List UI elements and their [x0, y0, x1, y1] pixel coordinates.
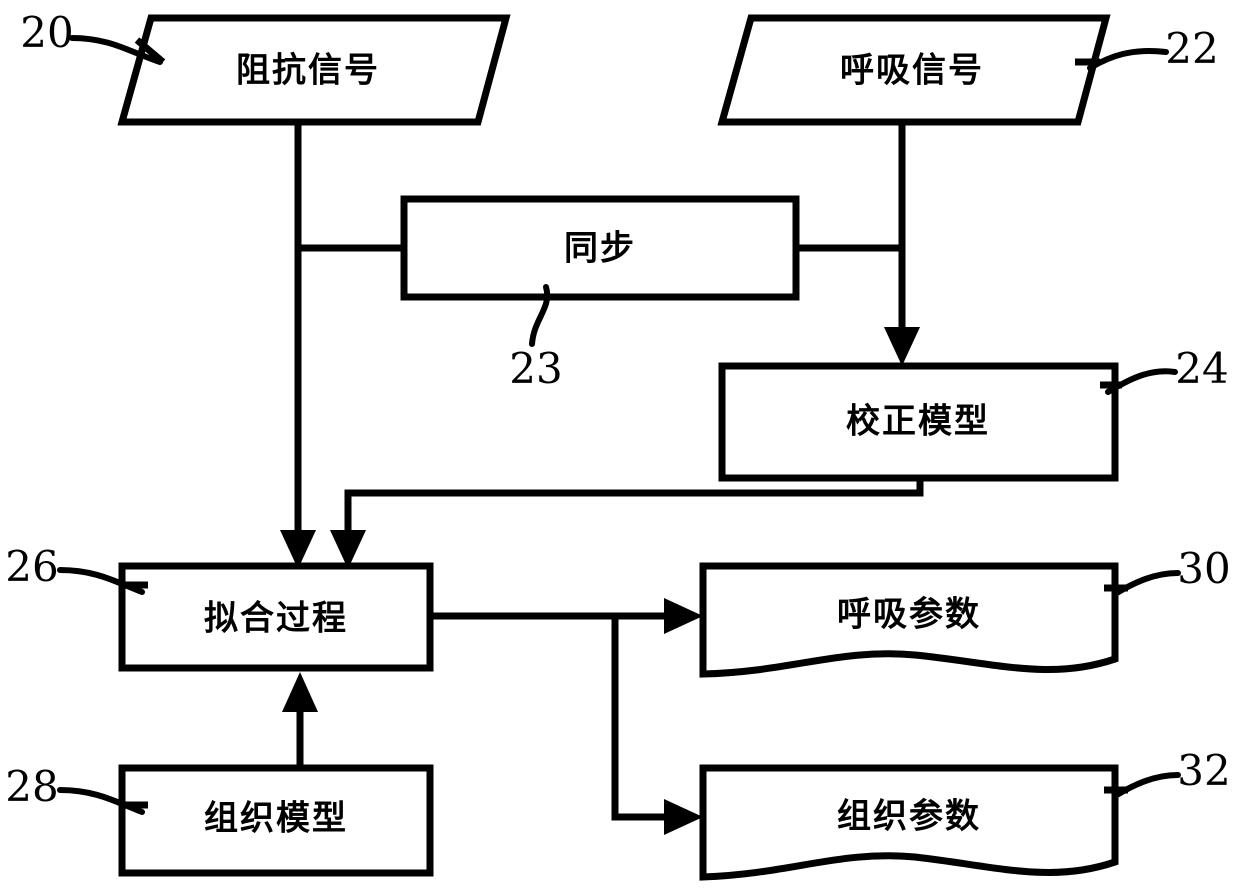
ref-numeral-20-group: 20 — [20, 8, 166, 65]
connector-correction-to-fitting — [344, 478, 924, 556]
fitting-process-shape — [118, 562, 434, 672]
synchronization-shape — [400, 195, 800, 301]
leader-line-20 — [69, 35, 163, 65]
ref-numeral-22-group: 22 — [1075, 24, 1219, 73]
ref-numeral-28-group: 28 — [5, 762, 148, 815]
ref-numeral-26-group: 26 — [5, 542, 148, 595]
respiration-parameters-shape — [699, 562, 1119, 678]
ref-numeral-30: 30 — [1177, 544, 1230, 593]
ref-numeral-24: 24 — [1175, 344, 1228, 393]
connector-fitting-to-tissue-params — [611, 616, 690, 821]
ref-numeral-32: 32 — [1177, 746, 1230, 795]
ref-numeral-24-group: 24 — [1100, 344, 1229, 395]
leader-line-28 — [57, 787, 145, 815]
node-fitting-process[interactable]: 拟合过程 — [118, 562, 434, 672]
impedance-signal-shape — [117, 14, 511, 126]
leader-line-22 — [1087, 48, 1169, 71]
ref-numeral-26: 26 — [5, 542, 58, 591]
synchronization-label: 同步 — [564, 229, 636, 269]
arrowhead-fitting-to-tissue-params — [664, 799, 703, 835]
node-synchronization[interactable]: 同步 — [400, 195, 800, 301]
node-respiration-signal[interactable]: 呼吸信号 — [717, 14, 1111, 126]
leader-line-26 — [57, 567, 145, 595]
tissue-model-shape — [118, 764, 434, 877]
node-impedance-signal[interactable]: 阻抗信号 — [117, 14, 511, 126]
tissue-model-label: 组织模型 — [204, 799, 348, 839]
respiration-signal-label: 呼吸信号 — [840, 51, 984, 91]
tissue-parameters-label: 组织参数 — [837, 797, 981, 837]
fitting-process-label: 拟合过程 — [204, 599, 348, 639]
arrowhead-correction-to-fitting — [330, 530, 366, 569]
ref-numeral-30-group: 30 — [1104, 544, 1231, 597]
ref-numeral-28: 28 — [5, 762, 58, 811]
arrowhead-respiration-to-correction — [884, 327, 920, 366]
leader-tick-20 — [134, 37, 166, 65]
node-respiration-parameters[interactable]: 呼吸参数 — [699, 562, 1119, 678]
leader-line-23 — [529, 284, 551, 347]
respiration-parameters-label: 呼吸参数 — [837, 595, 981, 635]
ref-numeral-23: 23 — [509, 344, 562, 393]
arrowhead-fitting-to-respiration-params — [664, 598, 703, 634]
node-tissue-parameters[interactable]: 组织参数 — [699, 764, 1119, 881]
tissue-parameters-shape — [699, 764, 1119, 881]
ref-numeral-20: 20 — [20, 8, 73, 57]
leader-line-24 — [1105, 368, 1178, 395]
correction-model-shape — [718, 362, 1119, 482]
node-tissue-model[interactable]: 组织模型 — [118, 764, 434, 877]
arrowhead-tissue-model-to-fitting — [282, 672, 318, 712]
ref-numeral-22: 22 — [1165, 24, 1218, 73]
node-correction-model[interactable]: 校正模型 — [718, 362, 1119, 482]
respiration-signal-shape — [717, 14, 1111, 126]
correction-model-label: 校正模型 — [846, 402, 990, 442]
ref-numeral-23-group: 23 — [509, 284, 563, 393]
ref-numeral-32-group: 32 — [1104, 746, 1231, 799]
impedance-signal-label: 阻抗信号 — [236, 51, 380, 91]
arrowhead-impedance-to-fitting — [280, 530, 316, 569]
